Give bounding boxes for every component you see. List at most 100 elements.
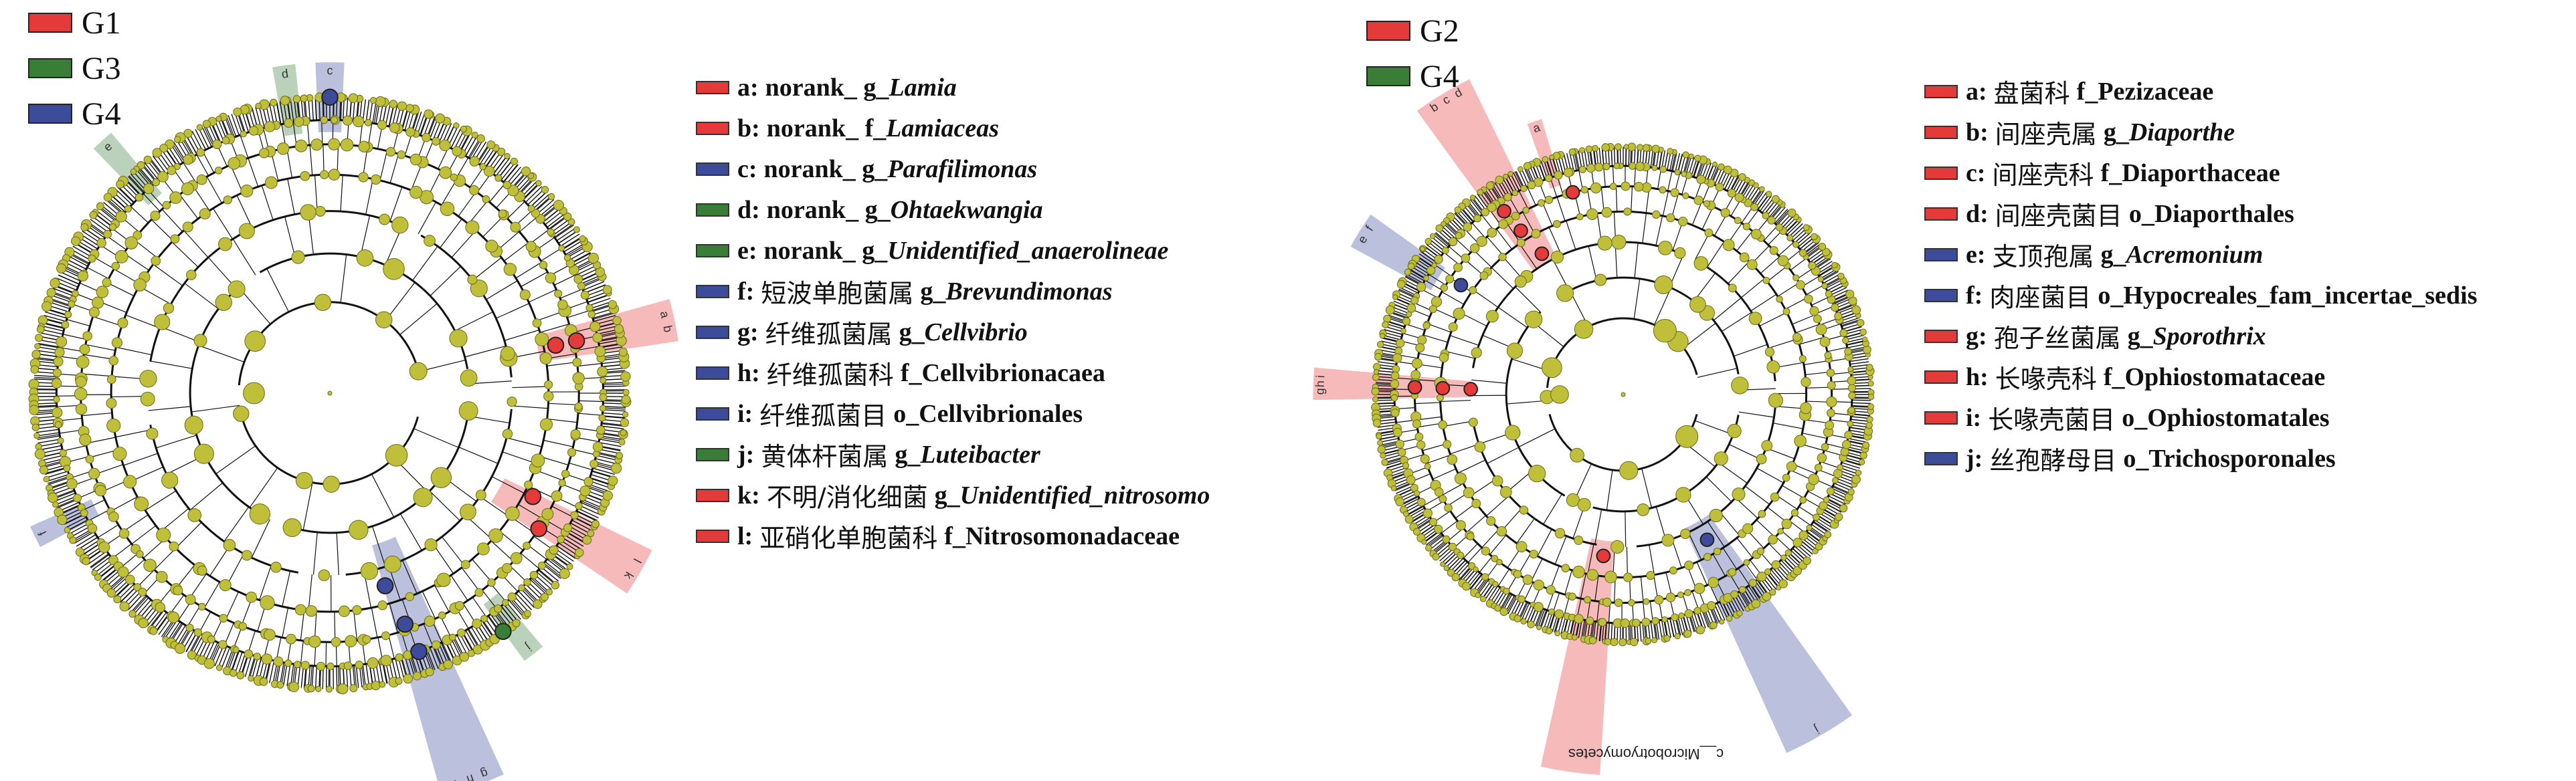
leaf-branch [1841,317,1859,324]
leaf-branch [185,134,198,155]
taxon-node [510,157,518,166]
leaf-branch [1706,163,1715,182]
taxon-node [535,332,549,346]
branch [1501,593,1511,610]
taxon-node [1726,615,1733,622]
taxon-node [439,139,451,152]
leaf-branch [1377,361,1397,365]
leaf-branch [314,97,317,120]
leaf-branch [1418,253,1435,265]
branch [248,158,259,187]
taxon-node [1665,592,1676,602]
taxon-node [1434,487,1444,497]
taxon-node [572,358,582,367]
leaf-branch [231,114,240,136]
leaf-branch [1494,182,1505,199]
taxon-node [193,628,203,637]
taxon-node [485,239,498,253]
taxon-rank-prefix: o_Cellvibrionales [893,399,1083,428]
branch [543,562,562,578]
leaf-branch [76,534,96,547]
enriched-node [321,88,339,106]
group-legend-item: G1 [28,0,121,45]
taxon-node [465,220,480,235]
taxon-node [1420,246,1426,252]
taxon-node [1769,245,1778,255]
taxon-node [1454,206,1462,214]
taxon-node [96,238,106,248]
taxon-node [479,163,486,171]
branch [1574,463,1592,501]
branch [1707,521,1725,548]
taxon-node [579,485,591,497]
branch [1405,324,1425,331]
taxon-node [1756,547,1764,555]
branch [148,406,191,411]
leaf-branch [1384,326,1404,332]
branch [591,470,614,478]
leaf-branch [1441,550,1457,564]
taxon-node [510,221,521,233]
taxon-node [75,403,88,415]
taxon-node [377,120,387,130]
taxon-node [1611,540,1625,554]
taxon-rank-prefix: f_Nitrosomonadaceae [944,522,1180,550]
leaf-branch [593,315,616,322]
branch [33,376,58,379]
taxon-node [1669,566,1677,575]
taxon-node [379,213,391,225]
branch [1778,241,1795,256]
taxon-node [1675,425,1699,448]
branch [1466,515,1487,533]
taxon-node [71,236,81,246]
leaf-branch [279,101,284,124]
taxon-node [507,592,517,602]
taxon-node [1448,322,1458,332]
leaf-branch [560,233,580,247]
taxon-node [43,475,50,483]
taxon-node [119,601,130,612]
branch [547,418,577,423]
taxon-node [238,223,255,239]
taxon-node [589,321,601,332]
taxon-node [575,501,583,510]
sector-label: i [1313,375,1327,378]
leaf-branch [362,664,367,687]
branch [469,166,484,188]
taxon-latin-name: f_Nitrosomonadaceae [944,522,1180,551]
branch [1692,158,1699,177]
taxon-node [1392,294,1398,300]
leaf-branch [1398,290,1416,299]
leaf-branch [442,642,452,663]
branch [1441,520,1458,534]
taxon-node [1511,189,1519,197]
taxon-node [1787,208,1797,217]
taxon-node [1738,173,1746,181]
taxon-node [182,221,193,233]
taxon-node [1481,207,1490,217]
leaf-branch [1677,154,1683,173]
taxon-node [300,94,308,102]
taxon-node [1758,186,1765,193]
taxon-node [405,104,414,113]
taxon-node [358,140,370,152]
branch [1455,238,1471,253]
taxon-node [618,439,626,446]
branch [1756,520,1776,538]
taxon-node [1632,619,1641,627]
taxon-node [476,134,485,143]
branch [511,405,549,409]
branch [1775,536,1791,551]
taxon-node [292,95,301,103]
branch [1527,187,1536,206]
taxon-node [1513,615,1522,623]
taxon-node [1522,574,1534,585]
taxon-node [360,562,379,580]
leaf-branch [1841,465,1859,472]
branch [1738,568,1750,586]
taxon-node [1424,463,1431,470]
taxon-node [1476,235,1487,247]
taxon-legend-item: a:norank_ g_Lamia [696,67,1210,108]
taxon-node [1769,588,1776,596]
taxon-node [1680,528,1691,539]
